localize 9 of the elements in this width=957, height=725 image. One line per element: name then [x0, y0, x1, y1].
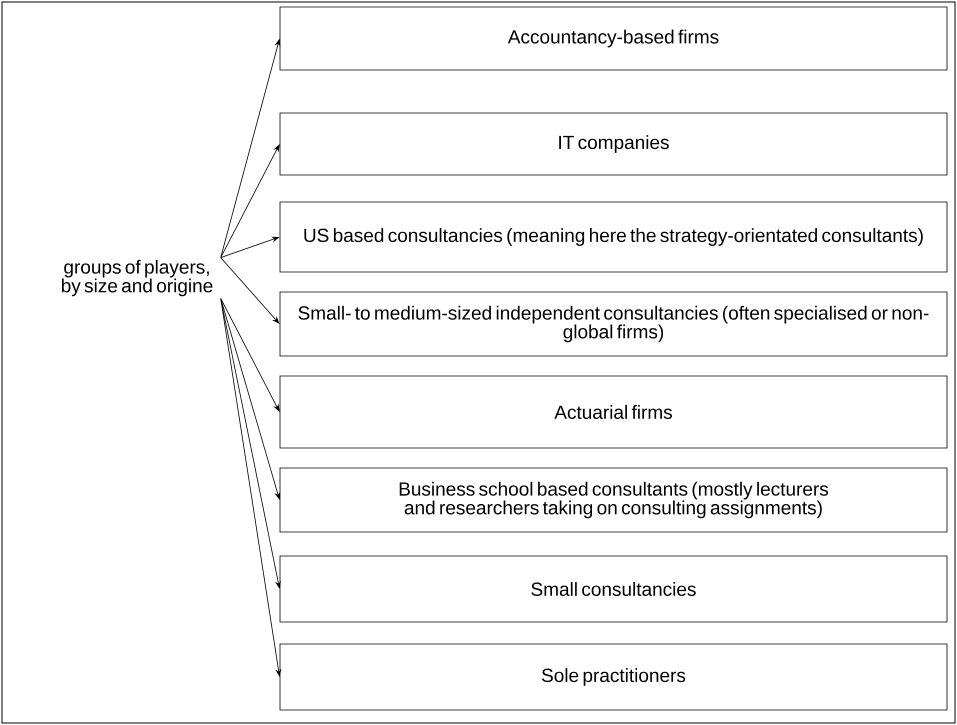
- category-box: Actuarial firms: [280, 376, 948, 448]
- category-box: Business school based consultants (mostly lecturers and researchers taking on consulting assignments): [280, 468, 948, 532]
- category-box: Sole practitioners: [280, 644, 948, 710]
- category-box: US based consultancies (meaning here the strategy-orientated consultants): [280, 202, 948, 272]
- source-label: groups of players, by size and origine: [62, 260, 212, 296]
- category-box: Small consultancies: [280, 556, 948, 622]
- category-box: Small- to medium-sized independent consultancies (often specialised or non-global firms): [280, 292, 948, 356]
- category-box: Accountancy-based firms: [280, 6, 948, 70]
- category-box: IT companies: [280, 112, 948, 176]
